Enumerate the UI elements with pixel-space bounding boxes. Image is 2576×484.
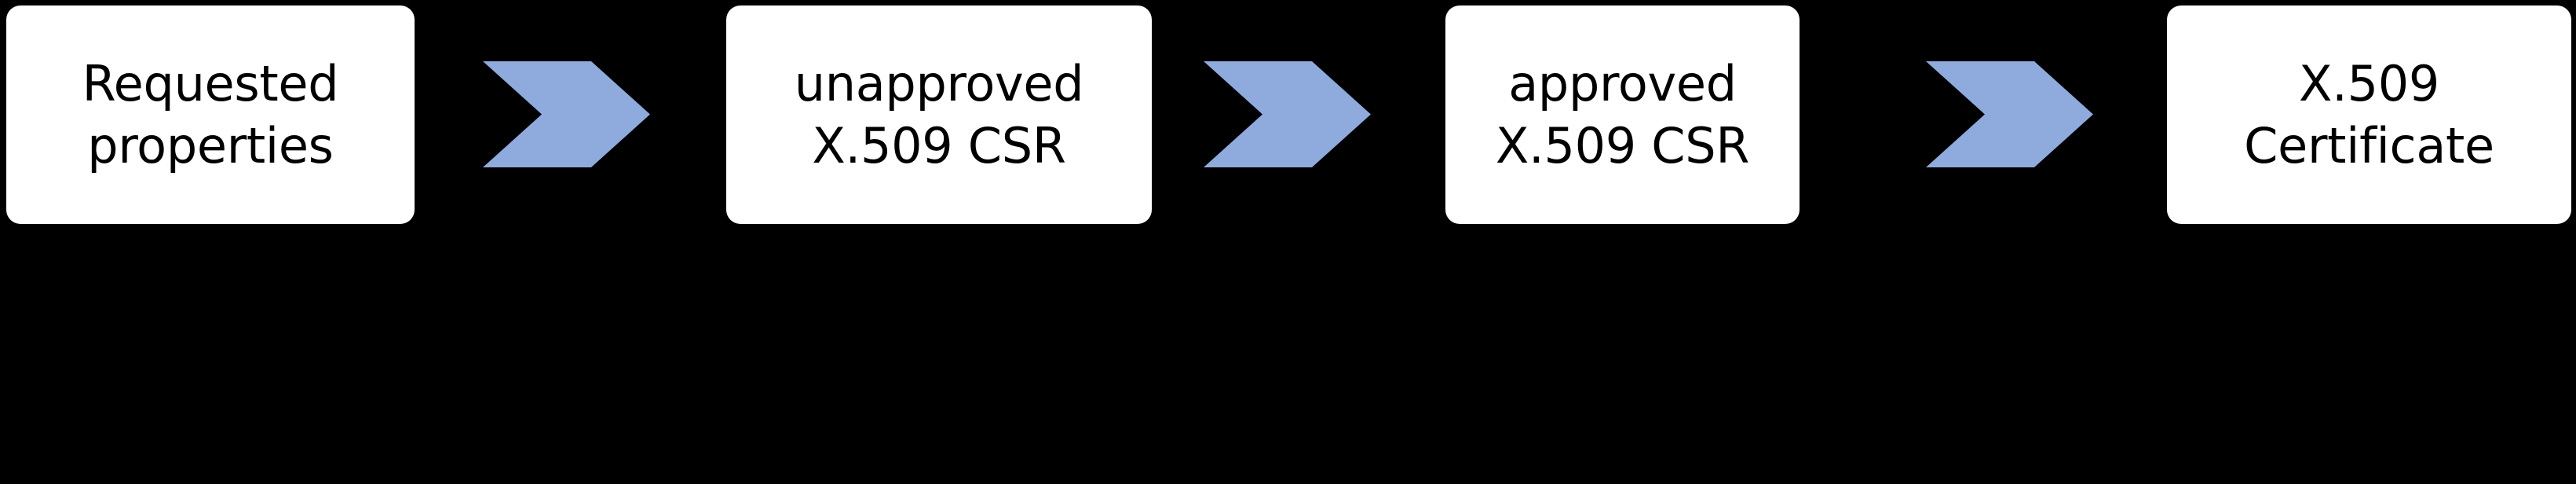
process-box-line-1: X.509: [2298, 54, 2440, 112]
chevron-right-arrow-icon: [1926, 61, 2093, 167]
process-box-line-2: X.509 CSR: [1495, 117, 1750, 174]
chevron-right-arrow-glyph: [1204, 61, 1371, 167]
chevron-right-arrow-icon: [1204, 61, 1371, 167]
process-box-x509-certificate[interactable]: X.509 Certificate: [2167, 6, 2571, 224]
chevron-right-arrow-icon: [483, 61, 650, 167]
chevron-right-arrow-glyph: [1926, 61, 2093, 167]
chevron-right-arrow-glyph: [483, 61, 650, 167]
process-box-approved-csr[interactable]: approved X.509 CSR: [1445, 6, 1800, 224]
process-box-line-1: approved: [1508, 54, 1737, 112]
process-box-line-1: Requested: [82, 54, 339, 112]
process-box-unapproved-csr[interactable]: unapproved X.509 CSR: [726, 6, 1152, 224]
process-box-line-2: properties: [87, 117, 334, 174]
process-box-line-1: unapproved: [794, 54, 1084, 112]
process-box-line-2: X.509 CSR: [812, 117, 1066, 174]
process-box-requested-properties[interactable]: Requested properties: [6, 6, 415, 224]
process-box-line-2: Certificate: [2244, 117, 2494, 174]
